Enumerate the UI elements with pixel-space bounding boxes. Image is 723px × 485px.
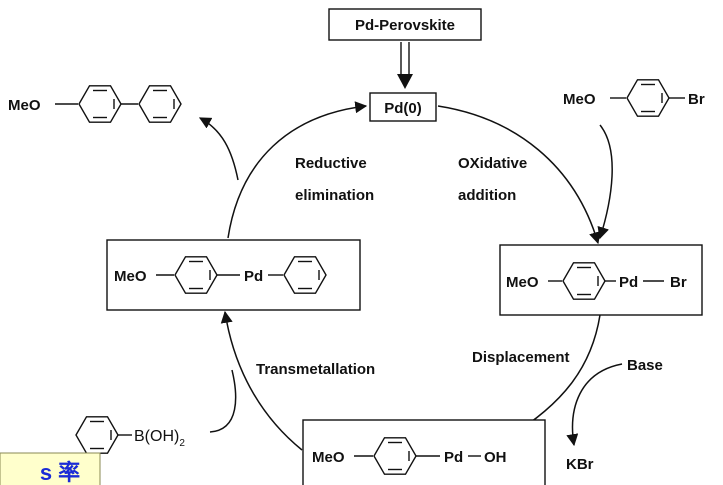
boronic-acid-reagent: B(OH)2 (75, 416, 185, 454)
complex-ar-pd-oh-box (302, 419, 546, 485)
complex-ar-pd-br-box (499, 244, 703, 316)
kbr-label: KBr (566, 456, 594, 473)
reactant-meo-label: MeO (563, 91, 596, 108)
double-down-arrow (397, 42, 413, 89)
arpdbr-meo-label: MeO (506, 274, 539, 291)
catalyst-label: Pd-Perovskite (355, 17, 455, 34)
arpdoh-pd-label: Pd (444, 449, 463, 466)
corner-banner: s 率 (0, 452, 101, 485)
pd0-box (369, 92, 437, 122)
addition-label: addition (458, 187, 516, 204)
reactant-aryl-bromide: MeO Br (563, 79, 705, 117)
corner-banner-box (0, 452, 101, 485)
arpdbr-pd-label: Pd (619, 274, 638, 291)
arpdbr-br-label: Br (670, 274, 687, 291)
catalyst-input: Pd-Perovskite (328, 8, 482, 89)
corner-banner-text: s 率 (40, 460, 80, 485)
complex-ar-pd-br: MeO Pd Br (499, 244, 703, 316)
product-biaryl: MeO (8, 85, 182, 123)
arpdar-meo-label: MeO (114, 268, 147, 285)
product-meo-label: MeO (8, 97, 41, 114)
arc-oxidative-addition (437, 105, 601, 245)
arrow-base-to-kbr (566, 363, 623, 447)
arc-transmetallation (220, 310, 303, 451)
displacement-label: Displacement (472, 349, 570, 366)
complex-ar-pd-ar: MeO Pd (106, 239, 361, 311)
arpdoh-oh-label: OH (484, 449, 507, 466)
arrow-to-product (198, 117, 239, 181)
arrow-boronic-in (209, 369, 237, 433)
arpdar-pd-label: Pd (244, 268, 263, 285)
base-label: Base (627, 357, 663, 374)
oxidative-label: OXidative (458, 155, 527, 172)
transmetallation-label: Transmetallation (256, 361, 375, 378)
pd0-species: Pd(0) (369, 92, 437, 122)
arc-reductive-elimination (227, 101, 368, 239)
elimination-label: elimination (295, 187, 374, 204)
catalyst-box (328, 8, 482, 41)
arrow-reactant-in (597, 124, 613, 240)
boronic-acid-label: B(OH)2 (134, 428, 185, 449)
pd0-label: Pd(0) (384, 100, 422, 117)
arpdoh-meo-label: MeO (312, 449, 345, 466)
reductive-label: Reductive (295, 155, 367, 172)
reactant-br-label: Br (688, 91, 705, 108)
base-kbr-exchange: Base KBr (566, 357, 663, 473)
complex-ar-pd-oh: MeO Pd OH (302, 419, 546, 485)
